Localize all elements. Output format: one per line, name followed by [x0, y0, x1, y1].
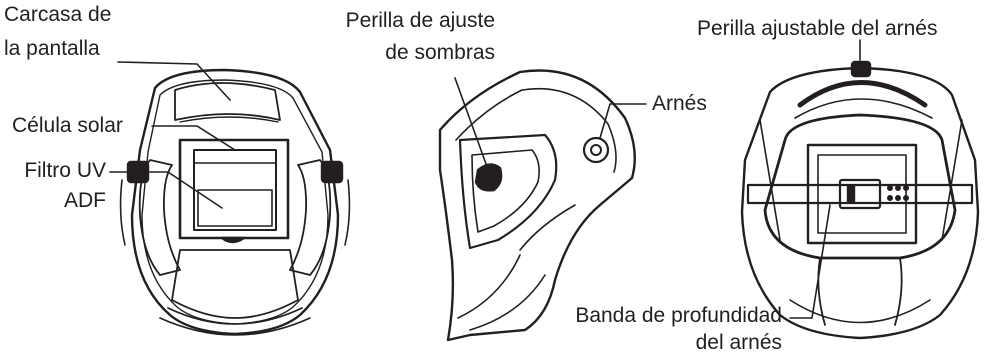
filter-label-line2: ADF [64, 189, 106, 212]
back-lens-frame [806, 143, 918, 245]
side-harness-knob-inner [590, 144, 602, 156]
side-lens-window [458, 133, 558, 250]
side-shade-knob-leader [454, 77, 491, 176]
depth-band-label-line1: Banda de profundidad [575, 304, 782, 327]
front-left-wing [138, 159, 181, 276]
side-harness-knob-outer [582, 136, 610, 164]
depth-band-label-line2: del arnés [695, 331, 782, 354]
front-filter-clip [220, 236, 246, 244]
front-solar-cell-strip [193, 149, 277, 164]
helmet-side-view [438, 69, 647, 342]
front-filter-leader [109, 171, 223, 209]
front-right-ear-piece [320, 160, 344, 184]
front-right-wing [289, 159, 332, 276]
front-filter-lens [197, 189, 273, 227]
front-top-cap-line [179, 116, 279, 123]
side-shell-outline [438, 69, 636, 342]
back-depth-band [817, 257, 826, 326]
front-shell-inner-rim [141, 79, 329, 325]
side-harness-leader [599, 103, 647, 139]
back-lens-window [817, 154, 907, 234]
solar-cell-label: Célula solar [12, 114, 123, 137]
back-top-harness [797, 80, 928, 108]
harness-label: Arnés [652, 92, 707, 115]
front-solar-cell-leader [151, 125, 236, 151]
harness-knob-label: Perilla ajustable del arnés [697, 17, 938, 40]
back-harness-knob [850, 60, 872, 78]
back-depth-band-leader [789, 204, 831, 319]
back-harness-ring [763, 113, 957, 260]
shade-knob-label-line2: de sombras [385, 41, 495, 64]
shade-knob-label-line1: Perilla de ajuste [345, 9, 495, 32]
helmet-back-view [740, 39, 980, 340]
back-ratchet-buckle [838, 178, 882, 210]
filter-label-line1: Filtro UV [24, 159, 106, 182]
shell-label-line1: Carcasa de [4, 3, 112, 26]
front-shell-leader [117, 61, 231, 101]
shell-label-line2: la pantalla [4, 37, 100, 60]
front-chin-panel [171, 249, 299, 319]
helmet-front-view [109, 61, 351, 336]
front-shell-outline [130, 68, 340, 336]
side-shade-knob [474, 163, 503, 192]
side-shell-inner-line [455, 87, 617, 173]
front-top-cap [174, 82, 281, 121]
back-horizontal-band [746, 183, 974, 205]
